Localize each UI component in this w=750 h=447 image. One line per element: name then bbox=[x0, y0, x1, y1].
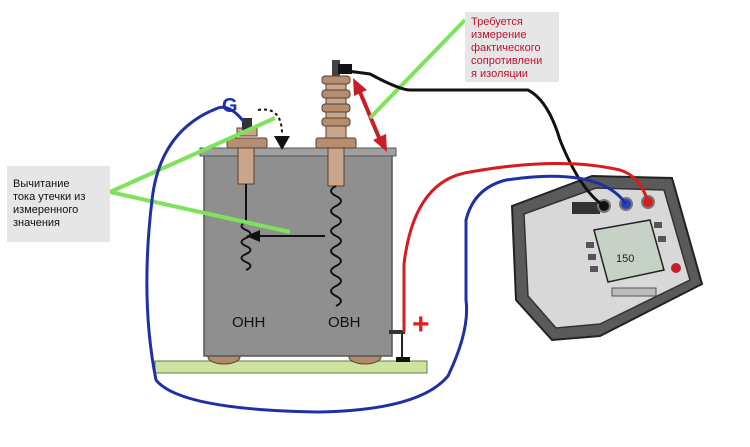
black-test-lead bbox=[339, 68, 605, 208]
callout-leakage-subtraction: Вычитание тока утечки из измеренного зна… bbox=[7, 166, 110, 242]
callout-line-left-guard bbox=[109, 116, 276, 194]
surface-leakage-arrowhead-top bbox=[353, 78, 367, 96]
callout-line-right bbox=[368, 18, 467, 120]
base-plate bbox=[154, 360, 428, 374]
callout-line: Требуется bbox=[471, 16, 523, 28]
positive-terminal-label: + bbox=[412, 308, 430, 341]
red-test-lead bbox=[402, 161, 650, 332]
guard-terminal-label: G bbox=[222, 95, 238, 117]
insulation-tester bbox=[510, 174, 704, 342]
leakage-current-arrowhead bbox=[246, 230, 260, 242]
ground-nut bbox=[396, 357, 410, 362]
callout-line: Вычитание bbox=[13, 178, 70, 190]
callout-line: сопротивлени bbox=[471, 55, 543, 67]
hv-bushing bbox=[315, 60, 357, 187]
callout-line-left-coil bbox=[109, 190, 291, 234]
hv-winding-label: ОВН bbox=[328, 314, 361, 331]
black-lead-clip bbox=[338, 64, 352, 74]
blue-guard-lead bbox=[145, 105, 628, 414]
hv-winding-coil bbox=[330, 185, 342, 307]
ground-terminal bbox=[389, 330, 405, 334]
lv-winding-label: ОНН bbox=[232, 314, 265, 331]
transformer-tank bbox=[203, 151, 393, 357]
surface-leakage-arrowhead-bottom bbox=[373, 134, 387, 152]
tank-lid bbox=[199, 147, 397, 157]
callout-line: значения bbox=[13, 217, 61, 229]
meter-display-value: 150 bbox=[616, 253, 634, 265]
callout-line: измерение bbox=[471, 29, 527, 41]
callout-actual-resistance: Требуется измерение фактического сопроти… bbox=[465, 12, 559, 82]
callout-line: тока утечки из bbox=[13, 191, 86, 203]
guard-arrowhead bbox=[274, 136, 290, 150]
callout-line: фактического bbox=[471, 42, 541, 54]
lv-winding-coil bbox=[240, 184, 252, 271]
callout-line: измеренного bbox=[13, 204, 79, 216]
callout-line: я изоляции bbox=[471, 68, 528, 80]
guard-dashed-arrow bbox=[257, 108, 283, 135]
